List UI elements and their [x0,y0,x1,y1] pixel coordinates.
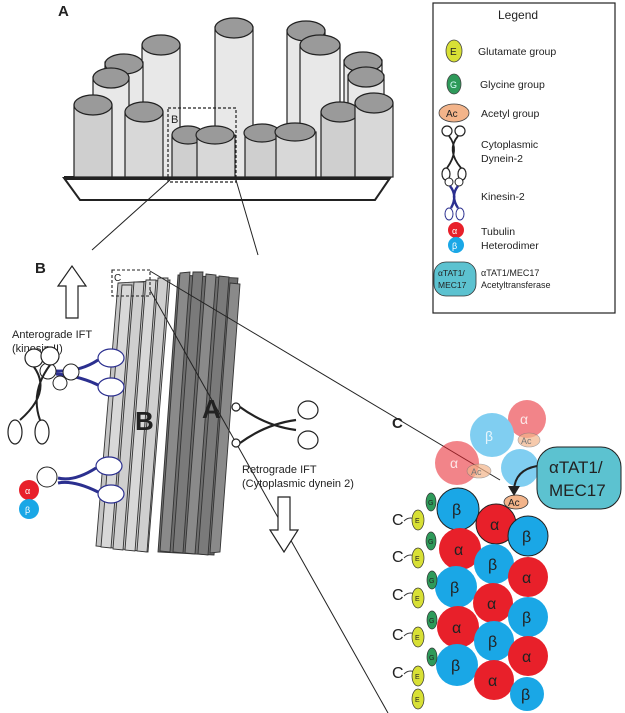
legend-dynein-text2: Dynein-2 [481,153,523,165]
dynein-motor-retrograde [231,400,319,450]
tail-e-4: E [415,635,420,642]
legend-glutamate-text: Glutamate group [478,46,556,58]
legend-tubulin-beta: β [452,241,457,251]
lattice-alpha-5: α [452,620,461,637]
legend-dynein-text: Cytoplasmic [481,139,538,151]
lattice-beta-6: β [488,634,497,651]
panel-c-label: C [392,415,403,432]
legend-tubulin-text2: Heterodimer [481,240,539,252]
legend-glycine-text: Glycine group [480,79,545,91]
legend-atat-text: αTAT1/MEC17 [481,268,539,278]
retrograde-sub: (Cytoplasmic dynein 2) [242,478,354,490]
lattice-alpha-1: α [490,517,499,534]
tubule-a-label: A [202,394,221,424]
lattice-beta-7: β [451,658,460,675]
tubule-b-label: B [135,406,154,436]
retrograde-arrow [268,496,300,554]
protofilament-lattice: α β α Ac Ac β α β α [435,400,549,711]
legend-acetyl-text: Acetyl group [481,108,540,120]
dynein-cargo [7,346,60,445]
lattice-beta-3: β [488,557,497,574]
tail-e-6: E [415,697,420,704]
active-acetyl: Ac [508,498,520,509]
tail-e-2: E [415,556,420,563]
faded-acetyl-1: Ac [521,436,532,446]
tail-c-2: C [392,549,404,566]
kinesin-motor-lower [36,456,125,504]
faded-alpha-1: α [520,411,528,427]
legend-kinesin-icon [444,177,465,221]
atat1-enzyme: αTAT1/ MEC17 [508,446,622,510]
lattice-beta-2: β [522,529,531,546]
lattice-beta-8: β [521,687,530,704]
anterograde-arrow [56,264,88,319]
inset-c-label: C [114,273,121,284]
inset-b-label: B [171,114,178,126]
tail-g-4: G [429,618,434,625]
tail-g-2: G [428,539,433,546]
c-terminal-tails: C C C C C G E G E G E G E G E E [392,492,438,710]
axoneme-cross-section: B [62,17,394,201]
legend-tubulin-alpha: α [452,226,457,236]
inset-c-box [111,269,151,297]
faded-acetyl-2: Ac [471,467,482,477]
lattice-alpha-4: α [487,596,496,613]
cargo-alpha: α [25,486,30,496]
tail-e-1: E [415,518,420,525]
anterograde-label: Anterograde IFT [12,329,92,341]
legend-atat-symbol2: MEC17 [438,280,467,290]
legend-atat-text2: Acetyltransferase [481,280,551,290]
lattice-alpha-6: α [522,649,531,666]
tail-g-1: G [428,500,433,507]
tail-e-5: E [415,674,420,681]
legend-title: Legend [498,8,538,22]
lattice-beta-5: β [522,610,531,627]
lattice-beta-1: β [452,502,461,519]
tubulin-cargo: α β [19,480,39,519]
lattice-alpha-3: α [522,570,531,587]
legend-atat-symbol: αTAT1/ [438,268,465,278]
doublet-microtubule: B A C [95,269,241,556]
faded-alpha-2: α [450,455,458,471]
enzyme-line2: MEC17 [549,481,606,500]
tail-c-5: C [392,665,404,682]
tail-g-3: G [429,578,434,585]
inset-b-box [167,107,237,183]
retrograde-label: Retrograde IFT [242,464,317,476]
legend-kinesin-text: Kinesin-2 [481,191,525,203]
legend-tubulin-text: Tubulin [481,226,515,238]
lattice-alpha-2: α [454,542,463,559]
faded-beta-1: β [485,428,493,444]
tail-g-5: G [429,655,434,662]
legend-glycine-symbol: G [450,80,457,90]
tail-c-4: C [392,627,404,644]
enzyme-line1: αTAT1/ [549,458,603,477]
tail-c-3: C [392,587,404,604]
lattice-alpha-7: α [488,673,497,690]
legend-glutamate-symbol: E [450,47,457,58]
lattice-beta-4: β [450,580,459,597]
legend: Legend E Glutamate group G Glycine group… [432,2,616,314]
cargo-beta: β [25,505,30,515]
panel-a-label: A [58,3,69,20]
tail-e-3: E [415,596,420,603]
legend-acetyl-symbol: Ac [446,109,458,120]
panel-b-label: B [35,260,46,277]
kinesin-motor-upper [39,348,125,397]
tail-c-1: C [392,512,404,529]
